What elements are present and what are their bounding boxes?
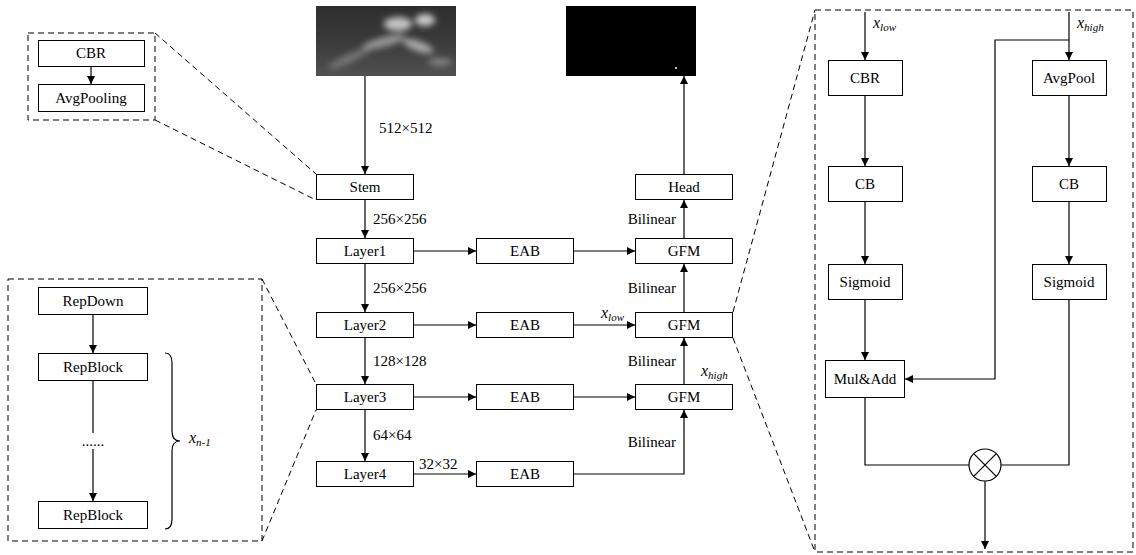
box-label: RepBlock bbox=[63, 507, 123, 524]
process-box: Stem bbox=[316, 174, 414, 200]
edge-label: Bilinear bbox=[627, 434, 677, 451]
annotation: 512×512 bbox=[378, 120, 433, 137]
box-label: EAB bbox=[510, 389, 540, 406]
process-box: RepBlock bbox=[38, 353, 148, 381]
connector-arrow bbox=[90, 67, 91, 85]
box-label: EAB bbox=[510, 243, 540, 260]
box-label: Sigmoid bbox=[840, 274, 891, 291]
connector-arrow bbox=[1068, 202, 1069, 264]
edge-label: Bilinear bbox=[627, 353, 677, 370]
box-label: Head bbox=[668, 179, 700, 196]
process-box: RepBlock bbox=[38, 501, 148, 529]
connector-arrow bbox=[92, 315, 93, 353]
annotation: xhigh bbox=[700, 362, 729, 381]
box-label: CB bbox=[1059, 176, 1079, 193]
edge-label: Bilinear bbox=[627, 211, 677, 228]
connector-arrow bbox=[864, 202, 865, 264]
connector-arrow bbox=[683, 264, 684, 312]
output-image bbox=[566, 6, 696, 76]
input-image bbox=[316, 6, 456, 76]
annotation: xn-1 bbox=[188, 429, 212, 448]
process-box: Layer2 bbox=[316, 312, 414, 338]
process-box: Mul&Add bbox=[825, 360, 905, 398]
annotation: xhigh bbox=[1076, 14, 1105, 33]
connector-arrow bbox=[414, 250, 476, 251]
process-box: CB bbox=[1032, 166, 1107, 202]
connector-arrow bbox=[574, 410, 684, 474]
process-box: EAB bbox=[476, 312, 574, 338]
process-box: CBR bbox=[828, 60, 903, 96]
process-box: Layer1 bbox=[316, 238, 414, 264]
process-box: Layer4 bbox=[316, 461, 414, 487]
process-box: GFM bbox=[635, 312, 733, 338]
annotation: xlow bbox=[872, 14, 897, 33]
connector-arrow bbox=[414, 473, 476, 474]
multiply-symbol bbox=[969, 449, 1001, 481]
connector-arrow bbox=[574, 250, 635, 251]
box-label: GFM bbox=[668, 243, 701, 260]
process-box: EAB bbox=[476, 238, 574, 264]
connector-arrow bbox=[364, 200, 365, 238]
box-label: GFM bbox=[668, 389, 701, 406]
detail-callouts bbox=[8, 10, 1133, 552]
box-label: Layer2 bbox=[344, 317, 386, 334]
box-label: Sigmoid bbox=[1044, 274, 1095, 291]
process-box: Layer3 bbox=[316, 384, 414, 410]
box-label: RepBlock bbox=[63, 359, 123, 376]
edge-label: xlow bbox=[600, 304, 625, 323]
process-box: Sigmoid bbox=[1032, 264, 1107, 300]
box-label: EAB bbox=[510, 317, 540, 334]
process-box: RepDown bbox=[38, 287, 148, 315]
connector-arrow bbox=[574, 324, 635, 325]
connector-arrow bbox=[683, 200, 684, 238]
edge-label: 256×256 bbox=[372, 280, 427, 297]
process-box: CBR bbox=[38, 40, 145, 67]
connector-arrow bbox=[364, 264, 365, 312]
edge-label: 32×32 bbox=[418, 456, 458, 473]
connector-arrow bbox=[864, 300, 865, 360]
box-label: AvgPool bbox=[1043, 70, 1095, 87]
process-box: Head bbox=[635, 174, 733, 200]
box-label: CBR bbox=[76, 45, 106, 62]
edge-label: 256×256 bbox=[372, 211, 427, 228]
process-box: AvgPool bbox=[1032, 60, 1107, 96]
connector-arrow bbox=[414, 324, 476, 325]
box-label: CBR bbox=[850, 70, 880, 87]
process-box: Sigmoid bbox=[828, 264, 903, 300]
connector-arrow bbox=[364, 410, 365, 461]
box-label: GFM bbox=[668, 317, 701, 334]
process-box: EAB bbox=[476, 384, 574, 410]
box-label: Layer4 bbox=[344, 466, 386, 483]
edge-label: 64×64 bbox=[372, 427, 412, 444]
process-box: GFM bbox=[635, 384, 733, 410]
box-label: RepDown bbox=[63, 293, 124, 310]
connector-arrow bbox=[683, 338, 684, 384]
connector-arrow bbox=[364, 338, 365, 384]
brace bbox=[165, 353, 180, 529]
box-label: CB bbox=[855, 176, 875, 193]
process-box: CB bbox=[828, 166, 903, 202]
connector-arrow bbox=[414, 396, 476, 397]
box-label: EAB bbox=[510, 466, 540, 483]
process-box: EAB bbox=[476, 461, 574, 487]
edge-label: 128×128 bbox=[372, 353, 427, 370]
box-label: Mul&Add bbox=[834, 371, 897, 388]
connector-arrow bbox=[864, 96, 865, 166]
connector-arrow bbox=[574, 396, 635, 397]
box-label: Stem bbox=[350, 179, 381, 196]
box-label: Layer1 bbox=[344, 243, 386, 260]
edge-label: Bilinear bbox=[627, 280, 677, 297]
edge-label: ...... bbox=[81, 433, 106, 450]
output-arrow bbox=[683, 76, 684, 174]
process-box: AvgPooling bbox=[38, 84, 145, 112]
box-label: AvgPooling bbox=[55, 90, 126, 107]
input-arrow bbox=[364, 76, 365, 174]
connector-arrow bbox=[1068, 96, 1069, 166]
process-box: GFM bbox=[635, 238, 733, 264]
box-label: Layer3 bbox=[344, 389, 386, 406]
